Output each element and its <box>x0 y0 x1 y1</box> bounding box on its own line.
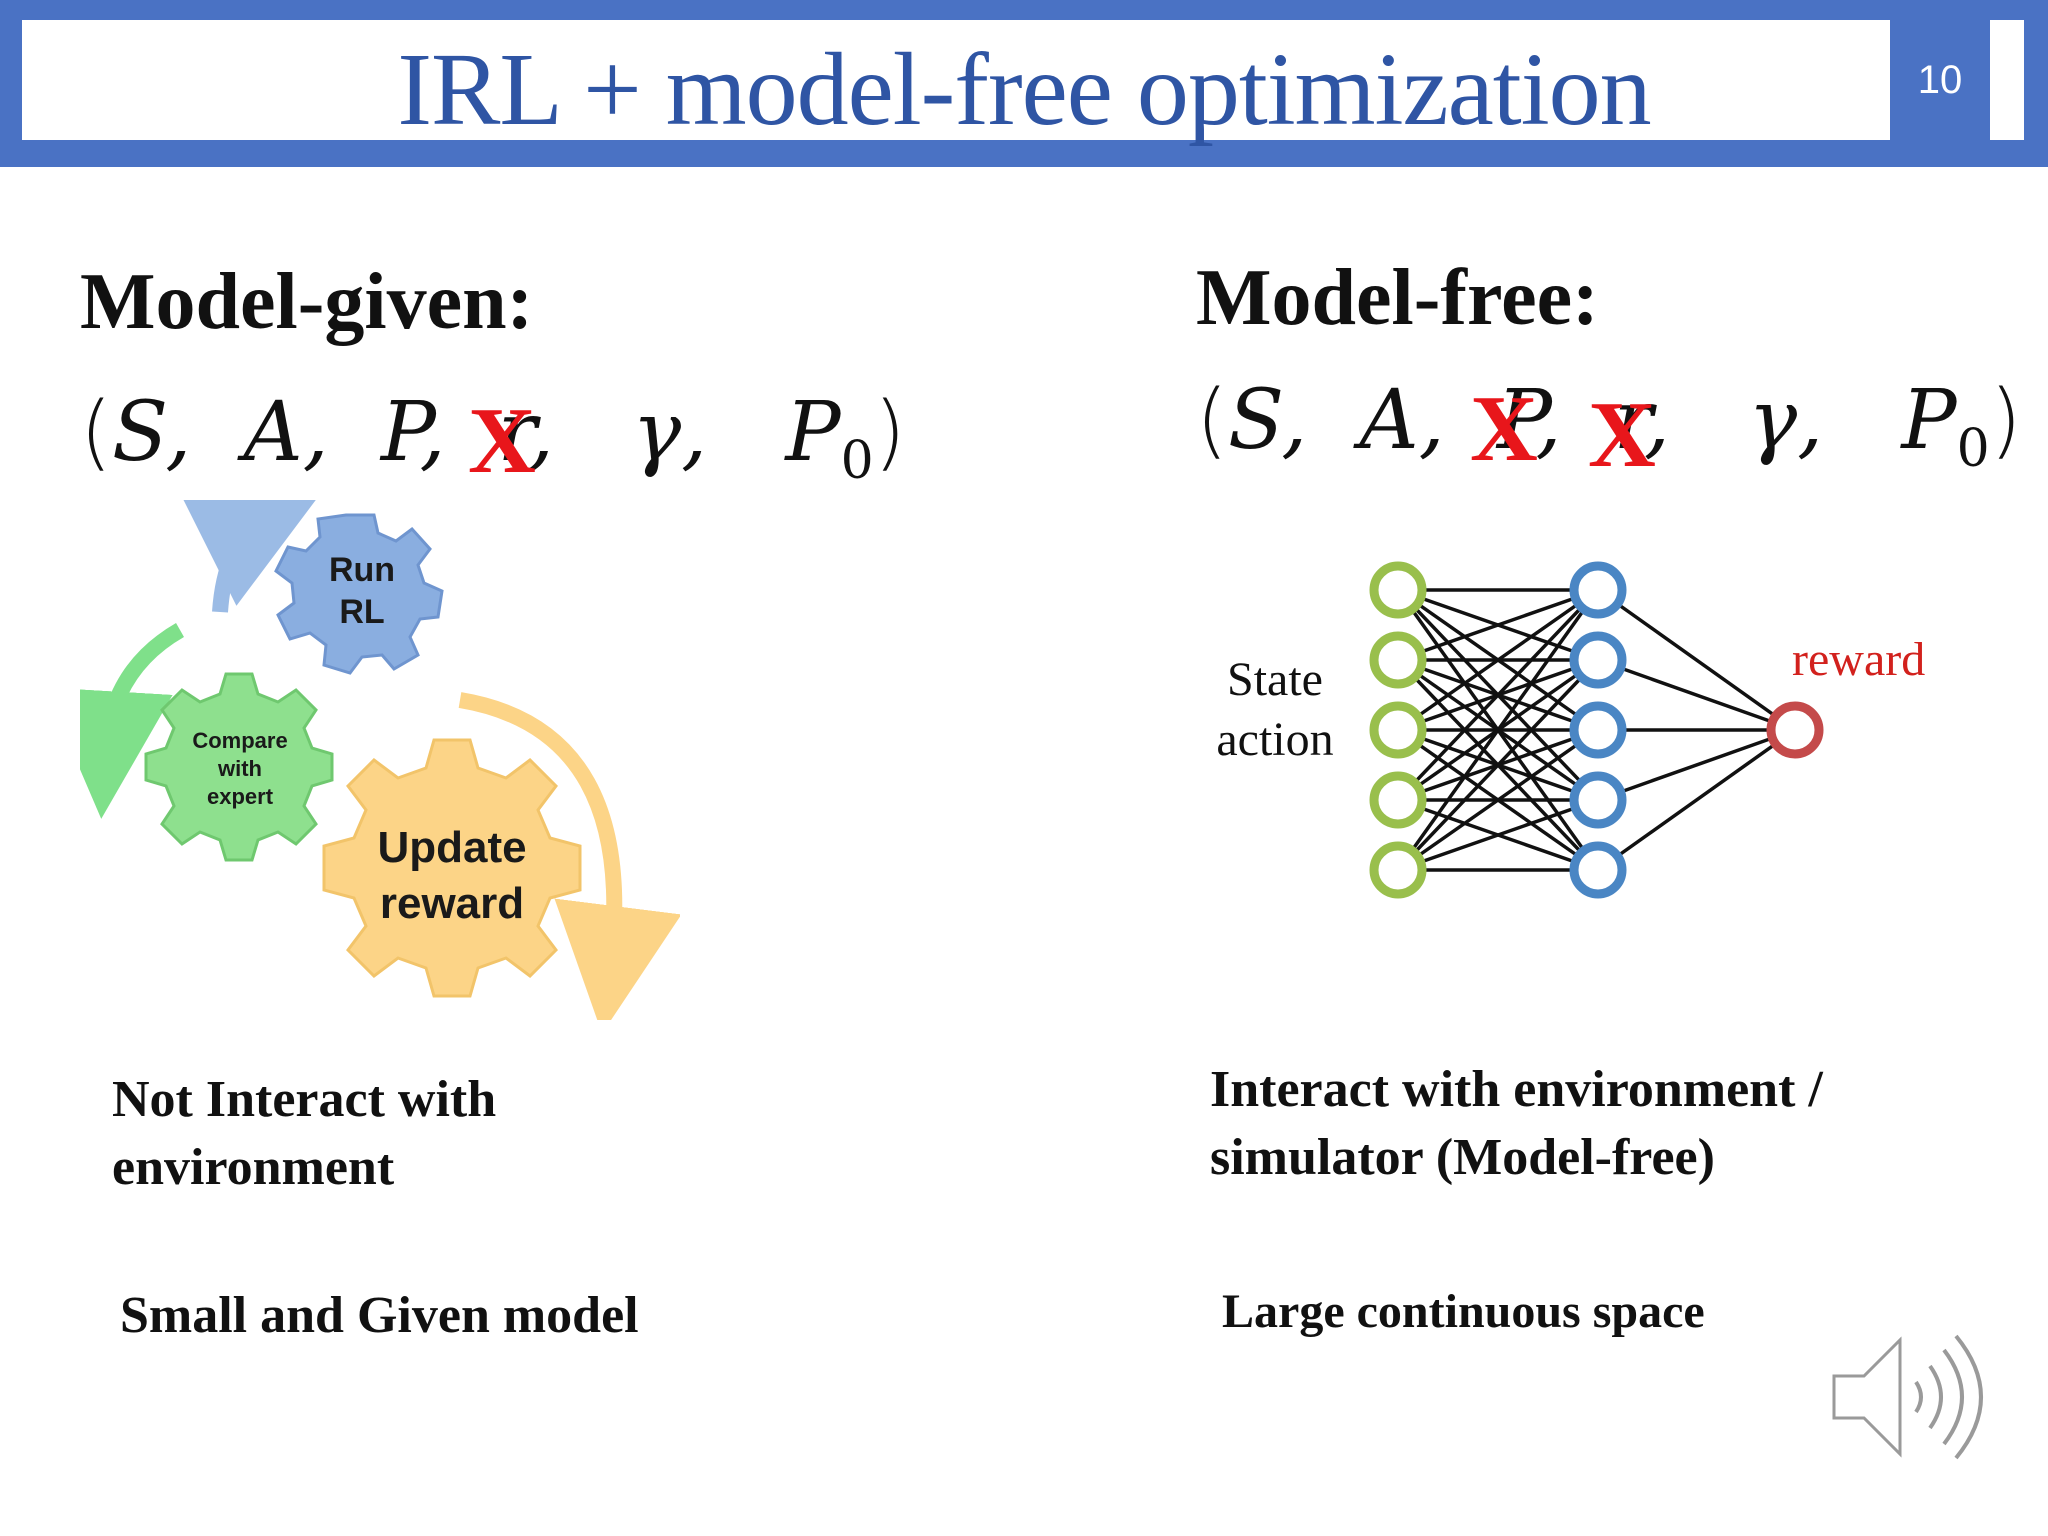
small-model-text: Small and Given model <box>120 1287 639 1344</box>
action-label: action <box>1216 713 1334 766</box>
symbol-a: A, <box>243 385 329 480</box>
symbol-p: P, <box>380 385 446 480</box>
network-edge <box>1596 588 1797 732</box>
gear-run-label-2: RL <box>339 593 384 631</box>
transition-crossed-mark: X <box>1470 377 1538 481</box>
hidden-node <box>1569 561 1627 619</box>
neural-network-diagram <box>1369 561 1824 899</box>
network-edge <box>1396 588 1600 732</box>
title-box <box>22 20 1892 140</box>
network-edge <box>1597 658 1796 732</box>
interact-line-2: simulator (Model-free) <box>1210 1129 1715 1186</box>
paren-close: ) <box>873 385 906 480</box>
gear-compare-label-1: Compare <box>192 728 287 753</box>
gear-run-label-1: Run <box>329 551 395 589</box>
network-nodes <box>1369 561 1824 899</box>
network-edge <box>1396 728 1600 872</box>
input-node <box>1369 561 1427 619</box>
not-interact-line-1: Not Interact with <box>112 1071 497 1128</box>
not-interact-text: Not Interact with environment <box>112 1066 496 1202</box>
network-edge <box>1396 588 1600 802</box>
symbol-p0: P <box>785 385 841 480</box>
network-output-label: reward <box>1792 633 1926 686</box>
symbol-a: A, <box>1359 373 1445 468</box>
interact-text: Interact with environment / simulator (M… <box>1210 1056 1823 1192</box>
model-free-formula: (S, A, P, r, γ, P0) <box>1196 380 2022 476</box>
input-node <box>1369 771 1427 829</box>
symbol-p0: P <box>1901 373 1957 468</box>
large-space-text: Large continuous space <box>1222 1285 1705 1338</box>
gear-compare-label-2: with <box>217 756 262 781</box>
input-node <box>1369 701 1427 759</box>
irl-cycle-diagram: Run RL Compare with expert Update reward <box>80 500 680 1020</box>
slide-number: 10 <box>1890 20 1990 140</box>
model-given-formula: (S, A, P, r, γ, P0) <box>80 392 906 488</box>
network-edges <box>1396 588 1797 872</box>
output-node <box>1766 701 1824 759</box>
network-edge <box>1396 658 1600 872</box>
reward-crossed-mark: X <box>1588 383 1656 487</box>
cycle-arrow-icon <box>179 500 323 613</box>
slide-title: IRL + model-free optimization <box>397 32 1651 147</box>
symbol-r: r, <box>1613 373 1670 468</box>
cycle-arrow-icon <box>458 692 680 1020</box>
speaker-icon[interactable] <box>1830 1330 2000 1460</box>
network-edge <box>1397 798 1599 872</box>
symbol-p0-subscript: 0 <box>840 431 874 491</box>
interact-line-1: Interact with environment / <box>1210 1061 1823 1118</box>
input-node <box>1369 631 1427 689</box>
gear-update-label-1: Update <box>377 823 526 872</box>
paren-open: ( <box>1196 373 1228 468</box>
network-input-label: State action <box>1200 650 1350 770</box>
symbol-r: r, <box>497 385 554 480</box>
symbol-s: S, <box>1228 373 1308 468</box>
symbol-p: P, <box>1496 373 1562 468</box>
paren-close: ) <box>1989 373 2022 468</box>
network-edge <box>1597 728 1796 802</box>
title-bar-edge <box>1990 20 2024 140</box>
gear-icon: Compare with expert <box>144 672 334 862</box>
hidden-node <box>1569 701 1627 759</box>
hidden-node <box>1569 631 1627 689</box>
not-interact-line-2: environment <box>112 1139 395 1196</box>
hidden-node <box>1569 841 1627 899</box>
gear-icon: Update reward <box>322 738 582 998</box>
paren-open: ( <box>80 385 112 480</box>
cycle-arrow-icon <box>80 623 185 819</box>
symbol-s: S, <box>112 385 192 480</box>
gear-icon: Run RL <box>274 513 444 675</box>
gear-update-label-2: reward <box>380 879 524 928</box>
gear-compare-label-3: expert <box>207 784 274 809</box>
model-free-heading: Model-free: <box>1196 254 1599 342</box>
network-edge <box>1596 728 1797 872</box>
symbol-gamma: γ, <box>1748 373 1824 468</box>
reward-crossed-mark: X <box>468 389 536 493</box>
model-given-heading: Model-given: <box>80 258 534 346</box>
symbol-p0-subscript: 0 <box>1956 419 1990 479</box>
network-edge <box>1396 588 1600 872</box>
symbol-gamma: γ, <box>632 385 708 480</box>
input-node <box>1369 841 1427 899</box>
network-edge <box>1397 588 1599 662</box>
hidden-node <box>1569 771 1627 829</box>
state-label: State <box>1227 653 1323 706</box>
